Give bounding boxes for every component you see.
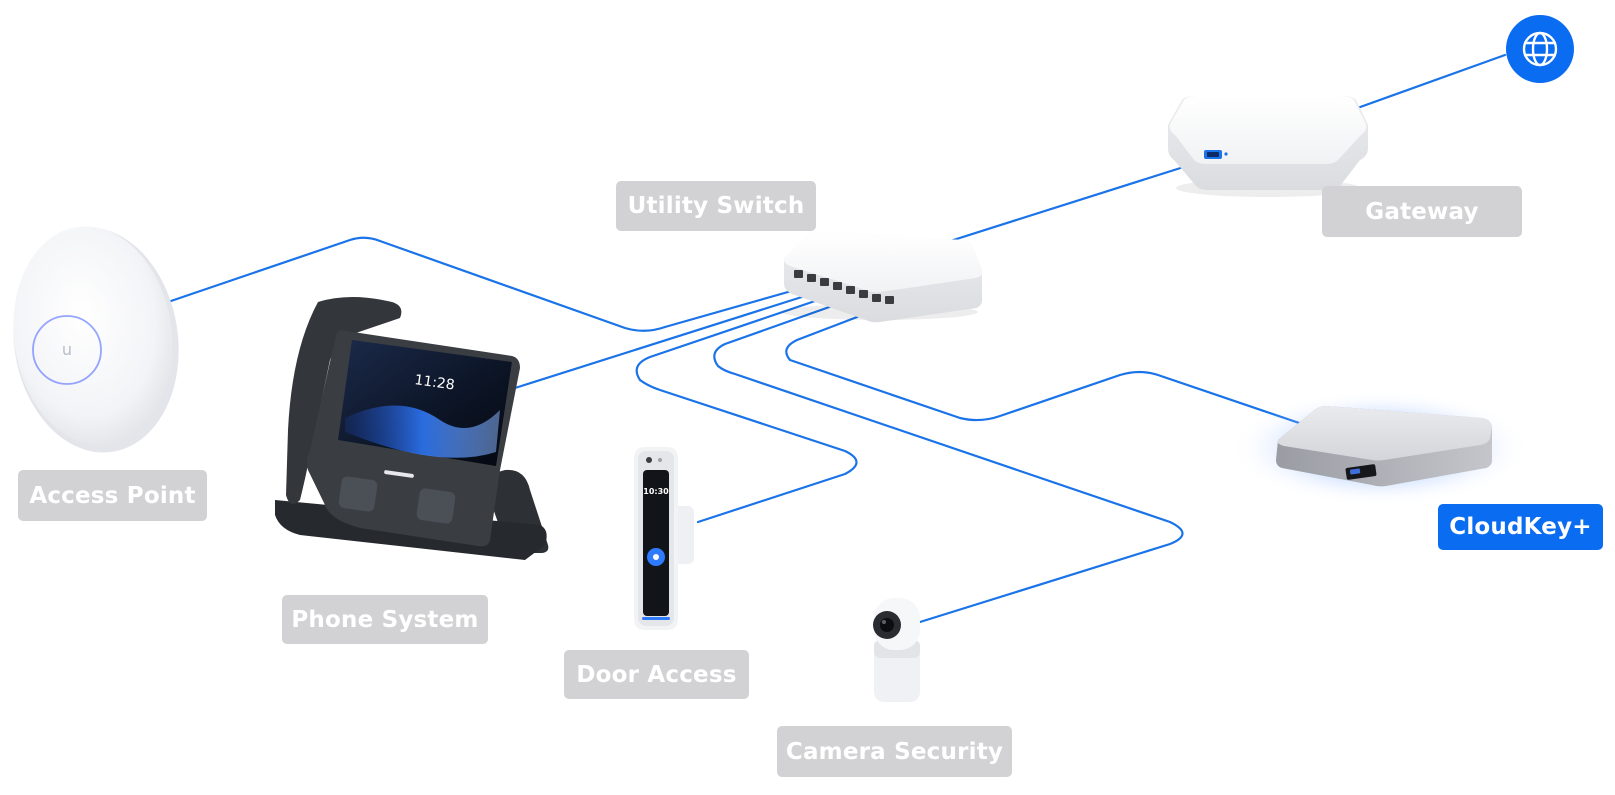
label-camera-security: Camera Security xyxy=(777,726,1012,777)
label-cloudkey: CloudKey+ xyxy=(1438,504,1603,550)
link-internet-gateway xyxy=(1336,53,1507,117)
door-access-device: 10:30 xyxy=(634,447,694,630)
door-panel-time: 10:30 xyxy=(643,487,669,496)
link-switch-access-point xyxy=(166,236,797,332)
link-switch-door xyxy=(635,298,858,524)
link-gateway-switch xyxy=(923,163,1192,251)
phone-screen-time: 11:28 xyxy=(413,372,455,393)
label-phone-system: Phone System xyxy=(282,595,488,644)
label-utility-switch: Utility Switch xyxy=(616,181,816,231)
gateway-device xyxy=(1168,96,1368,197)
link-switch-cloudkey xyxy=(785,312,1307,427)
label-door-access: Door Access xyxy=(564,650,749,699)
link-switch-camera xyxy=(713,303,1184,624)
switch-ports xyxy=(794,270,894,304)
globe-icon xyxy=(1506,15,1574,83)
label-gateway: Gateway xyxy=(1322,186,1522,237)
phone-device: 11:28 xyxy=(275,297,549,560)
camera-device xyxy=(873,598,920,702)
connection-lines xyxy=(166,53,1507,624)
cloudkey-device xyxy=(1230,390,1530,506)
utility-switch-device xyxy=(782,232,983,323)
link-switch-phone xyxy=(513,294,807,390)
label-access-point: Access Point xyxy=(18,470,207,521)
svg-text:u: u xyxy=(62,340,72,359)
access-point-device: u xyxy=(13,226,179,453)
